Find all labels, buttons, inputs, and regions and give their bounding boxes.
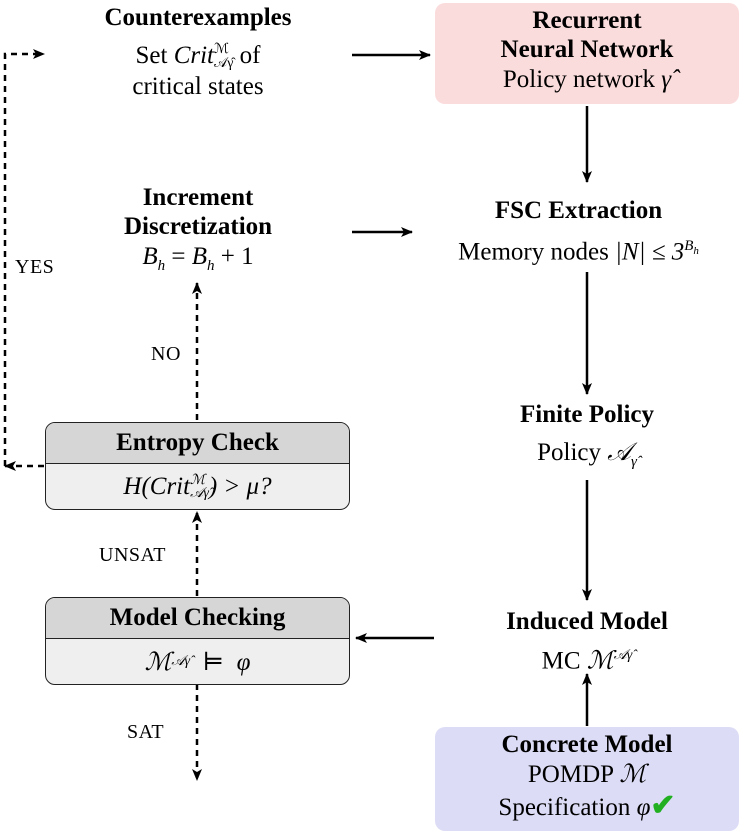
crit-superscript: ℳ — [213, 42, 229, 58]
induced-model-node: Induced Model MC ℳ𝒜γ̂ — [435, 607, 739, 676]
fsc-node: FSC Extraction Memory nodes |N| ≤ 3Bh — [410, 196, 747, 267]
edge-label-no: NO — [151, 343, 181, 365]
increment-equation: Bh = Bh + 1 — [48, 241, 348, 282]
memory-bound-expr: |N| ≤ 3 — [615, 238, 685, 266]
concrete-model-box — [435, 727, 739, 831]
policy-a-sub: γ̂ — [630, 454, 637, 470]
edge-label-sat: SAT — [127, 721, 165, 743]
crit-symbol: Crit — [173, 42, 214, 69]
model-checking-title: Model Checking — [46, 598, 349, 639]
mc-expr-sup: 𝒜γ̂ — [171, 654, 191, 669]
policy-label: Policy — [537, 439, 608, 466]
finite-policy-title: Finite Policy — [520, 401, 654, 428]
concrete-spec-line: Specification φ✔ — [435, 790, 739, 823]
rnn-title-line1: Recurrent — [532, 7, 642, 34]
eq-equals: = — [165, 243, 192, 270]
increment-title-line2: Discretization — [123, 213, 273, 240]
policy-network-label: Policy network — [502, 66, 662, 93]
induced-m-symbol: ℳ — [586, 647, 614, 675]
gamma-hat-symbol: γ̂ — [661, 66, 672, 93]
entropy-check-title: Entropy Check — [46, 423, 349, 464]
crit-subscript: 𝒜γ̂ — [213, 56, 234, 72]
pomdp-m-symbol: ℳ — [619, 761, 647, 788]
phi-symbol: φ — [636, 794, 651, 821]
concrete-pomdp-line: POMDP ℳ — [435, 759, 739, 790]
exponent-h: h — [693, 245, 699, 257]
eq-rhs-sub: h — [207, 258, 215, 274]
fsc-title: FSC Extraction — [494, 197, 663, 224]
entropy-expr-prefix: H(Crit — [123, 473, 191, 500]
specification-label: Specification — [498, 794, 637, 821]
memory-nodes-label: Memory nodes — [458, 238, 616, 266]
rnn-title-line2: Neural Network — [500, 36, 674, 63]
memory-exponent: Bh — [684, 238, 699, 257]
mc-label: MC — [541, 647, 587, 675]
finite-policy-node: Finite Policy Policy 𝒜γ̂ — [435, 400, 739, 478]
counterexamples-title: Counterexamples — [104, 4, 292, 31]
rnn-policy-line: Policy network γ̂ — [435, 64, 739, 95]
increment-node: Increment Discretization Bh = Bh + 1 — [48, 183, 348, 282]
entropy-expr-suffix: ) > μ? — [208, 473, 272, 500]
set-prefix: Set — [135, 42, 174, 69]
entropy-expr-sub: 𝒜γ̂ — [190, 486, 209, 501]
arrow-yes-loop-to-counterexamples — [3, 49, 45, 466]
edge-label-unsat: UNSAT — [99, 544, 166, 566]
edge-label-yes: YES — [15, 256, 55, 278]
eq-plus-one: + 1 — [214, 243, 254, 270]
counterexamples-critical-states: critical states — [132, 73, 264, 101]
pomdp-label: POMDP — [527, 761, 620, 788]
policy-a-symbol: 𝒜 — [607, 439, 631, 466]
induced-model-line: MC ℳ𝒜γ̂ — [435, 640, 739, 676]
eq-rhs: B — [191, 243, 208, 270]
concrete-model-node: Concrete Model POMDP ℳ Specification φ✔ — [435, 730, 739, 823]
mc-expr-m: ℳ — [144, 649, 172, 676]
concrete-model-title: Concrete Model — [501, 731, 673, 758]
entropy-expr-sup: ℳ — [190, 473, 206, 488]
eq-lhs-sub: h — [157, 258, 166, 274]
checkmark-icon: ✔ — [650, 789, 676, 822]
rnn-node: Recurrent Neural Network Policy network … — [435, 6, 739, 95]
mc-expr-satisfies: ⊨ φ — [190, 649, 251, 676]
eq-lhs: B — [142, 243, 158, 270]
induced-model-title: Induced Model — [506, 608, 668, 635]
induced-m-sup: 𝒜γ̂ — [613, 648, 633, 663]
set-suffix: of — [233, 42, 261, 69]
fsc-memory-line: Memory nodes |N| ≤ 3Bh — [410, 231, 747, 267]
finite-policy-line: Policy 𝒜γ̂ — [435, 437, 739, 478]
exponent-b: B — [684, 238, 694, 254]
rnn-box — [435, 3, 739, 104]
increment-title-line1: Increment — [142, 184, 254, 211]
